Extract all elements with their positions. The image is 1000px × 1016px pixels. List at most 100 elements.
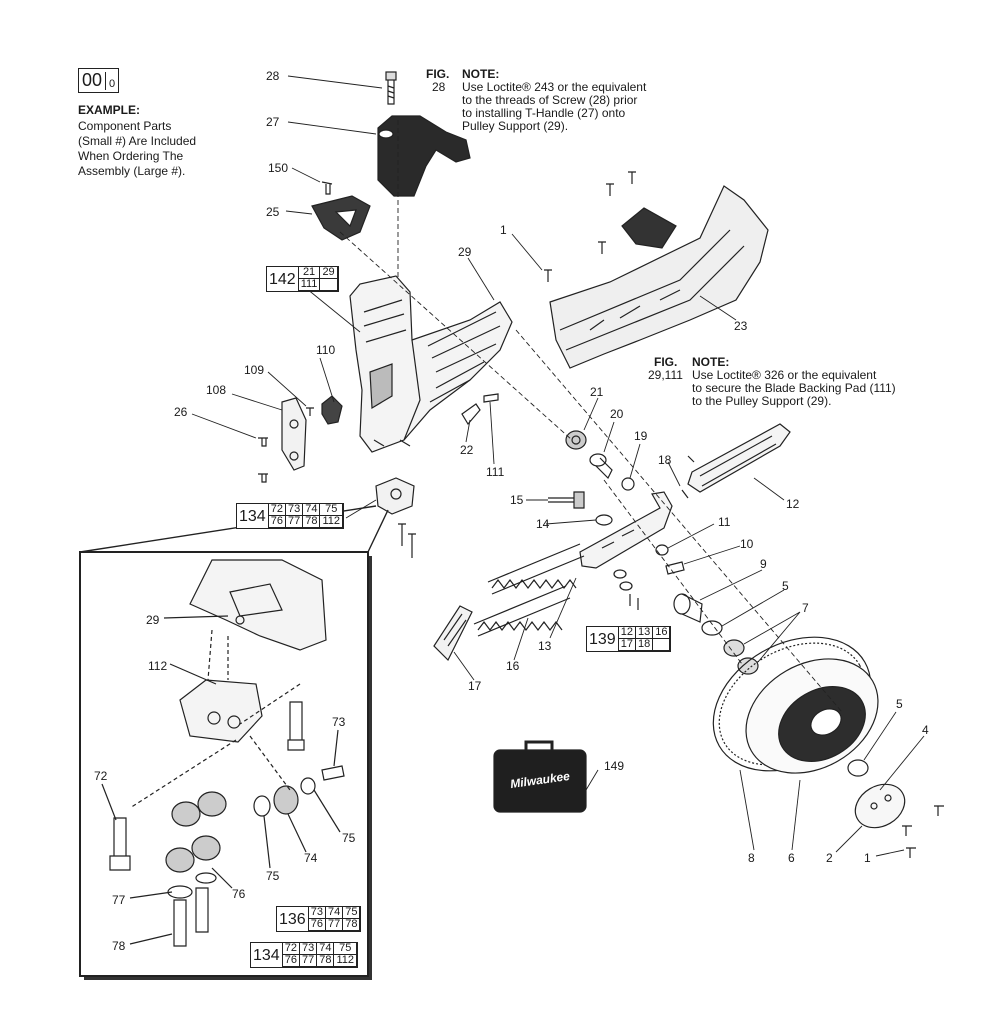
inset-washer-77b bbox=[195, 872, 217, 884]
slide-plate-12 bbox=[687, 423, 791, 493]
example-heading: EXAMPLE: bbox=[78, 103, 141, 117]
kit-cell: 73 bbox=[299, 943, 318, 955]
t-handle-27 bbox=[377, 115, 471, 197]
callout: 109 bbox=[244, 363, 265, 377]
screw-1b bbox=[906, 847, 916, 858]
cover-plate-2 bbox=[854, 783, 906, 829]
kit-main: 134 bbox=[251, 943, 283, 967]
example-line-1: Component Parts bbox=[78, 119, 172, 133]
callout: 21 bbox=[590, 385, 604, 399]
callout: 4 bbox=[922, 723, 929, 737]
callout: 22 bbox=[460, 443, 474, 457]
nut-group bbox=[613, 569, 639, 610]
callout: 2 bbox=[826, 851, 833, 865]
callout: 18 bbox=[658, 453, 672, 467]
callout: 78 bbox=[112, 939, 126, 953]
kit-cell bbox=[320, 279, 338, 291]
trigger-25 bbox=[311, 195, 371, 241]
washer-5 bbox=[701, 620, 723, 636]
inset-pin bbox=[321, 765, 345, 781]
callout: 28 bbox=[266, 69, 280, 83]
kit-main: 134 bbox=[237, 504, 269, 528]
screw-150 bbox=[321, 181, 333, 195]
blade-guard-23 bbox=[549, 185, 769, 369]
washer-5b bbox=[847, 759, 869, 777]
screw-10 bbox=[665, 561, 685, 575]
kit-cell: 77 bbox=[299, 955, 318, 967]
note-28-line-2: to the threads of Screw (28) prior bbox=[462, 93, 638, 107]
kit-cell: 76 bbox=[268, 516, 286, 528]
kit-cell: 77 bbox=[285, 516, 304, 528]
callout: 29 bbox=[458, 245, 472, 259]
note-29-line-2: to secure the Blade Backing Pad (111) bbox=[692, 381, 896, 395]
washer-14 bbox=[595, 514, 613, 526]
washer-11 bbox=[655, 544, 669, 556]
callout: 75 bbox=[342, 831, 356, 845]
callout: 12 bbox=[786, 497, 800, 511]
kit-cell: 73 bbox=[308, 907, 326, 919]
spacer-21 bbox=[565, 430, 587, 450]
note-29-fig-ref: 29,111 bbox=[648, 368, 683, 382]
bearing-block-134 bbox=[375, 477, 416, 558]
inset-washer-75a bbox=[253, 795, 271, 817]
kit-box-134-main: 134 72 73 74 75 76 77 78 112 bbox=[236, 503, 344, 529]
callout: 111 bbox=[486, 465, 505, 479]
callout: 108 bbox=[206, 383, 227, 397]
callout: 9 bbox=[760, 557, 767, 571]
callout: 26 bbox=[174, 405, 188, 419]
callout: 74 bbox=[304, 851, 318, 865]
kit-cell: 74 bbox=[317, 943, 335, 955]
kit-box-134-inset: 134 72 73 74 75 76 77 78 112 bbox=[250, 942, 358, 968]
kit-cell: 16 bbox=[653, 627, 671, 639]
kit-cell: 112 bbox=[320, 516, 343, 528]
example-box-main: 00 bbox=[82, 70, 103, 90]
kit-cell: 74 bbox=[303, 504, 321, 516]
kit-cell: 12 bbox=[618, 627, 636, 639]
bushing-19 bbox=[621, 477, 635, 491]
callout: 1 bbox=[864, 851, 871, 865]
kit-cell: 75 bbox=[334, 943, 357, 955]
note-28-label: NOTE: bbox=[462, 67, 500, 81]
pulley-6 bbox=[745, 658, 879, 774]
example-line-4: Assembly (Large #). bbox=[78, 164, 186, 178]
kit-cell: 78 bbox=[343, 919, 361, 931]
kit-cell: 78 bbox=[303, 516, 321, 528]
kit-box-142: 142 21 29 111 bbox=[266, 266, 339, 292]
carry-case-149 bbox=[493, 740, 587, 813]
callout: 112 bbox=[148, 659, 168, 673]
callout: 76 bbox=[232, 887, 246, 901]
callout: 27 bbox=[266, 115, 280, 129]
callout: 13 bbox=[538, 639, 552, 653]
pin-20 bbox=[589, 453, 613, 480]
example-line-2: (Small #) Are Included bbox=[78, 134, 197, 148]
leader-lines bbox=[191, 75, 925, 857]
callout: 11 bbox=[718, 515, 731, 529]
callout: 25 bbox=[266, 205, 280, 219]
note-28-line-4: Pulley Support (29). bbox=[462, 119, 569, 133]
callout: 75 bbox=[266, 869, 280, 883]
callout: 6 bbox=[788, 851, 795, 865]
kit-cell: 17 bbox=[618, 639, 636, 651]
inset-screw-73 bbox=[287, 701, 305, 751]
note-29-label: NOTE: bbox=[692, 355, 730, 369]
kit-cell: 76 bbox=[308, 919, 326, 931]
callout: 110 bbox=[316, 343, 336, 357]
inset-detail-frame bbox=[79, 505, 389, 980]
kit-main: 136 bbox=[277, 907, 309, 931]
example-line-3: When Ordering The bbox=[78, 149, 184, 163]
callout: 5 bbox=[896, 697, 903, 711]
callout: 1 bbox=[500, 223, 507, 237]
kit-cell: 112 bbox=[334, 955, 357, 967]
inset-pins-78 bbox=[173, 887, 209, 947]
kit-cell: 29 bbox=[320, 267, 338, 279]
pulley-support-29 bbox=[349, 275, 513, 453]
callout: 29 bbox=[146, 613, 160, 627]
callout: 17 bbox=[468, 679, 482, 693]
callout: 77 bbox=[112, 893, 126, 907]
spacer-9 bbox=[673, 593, 703, 623]
callout: 72 bbox=[94, 769, 108, 783]
callout: 10 bbox=[740, 537, 754, 551]
kit-cell: 75 bbox=[343, 907, 361, 919]
bracket-17 bbox=[433, 605, 473, 662]
note-28-line-3: to installing T-Handle (27) onto bbox=[462, 106, 626, 120]
